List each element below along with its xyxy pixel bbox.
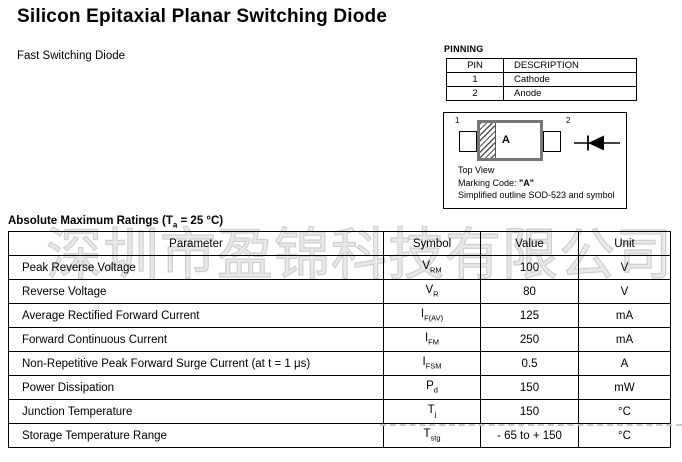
value-cell: 125 (480, 303, 579, 328)
page-subtitle: Fast Switching Diode (17, 50, 126, 62)
unit-cell: V (578, 279, 671, 304)
watermark-dash-line (380, 424, 682, 426)
parameter-cell: Reverse Voltage (8, 279, 384, 304)
pin-number-cell: 2 (446, 86, 504, 101)
symbol-subscript: FM (428, 337, 440, 347)
ratings-heading: Absolute Maximum Ratings (Ta = 25 °C) (8, 215, 223, 229)
caption-top-view: Top View (458, 165, 495, 175)
symbol-subscript: stg (430, 433, 441, 443)
symbol-subscript: F(AV) (424, 313, 444, 323)
caption-marking-code: Marking Code: "A" (458, 177, 615, 190)
parameter-cell: Forward Continuous Current (8, 327, 384, 352)
symbol-base: I (422, 356, 426, 369)
value-cell: 150 (480, 375, 579, 400)
unit-cell: °C (578, 399, 671, 424)
value-cell: 0.5 (480, 351, 579, 376)
symbol-base: V (422, 260, 430, 273)
symbol-base: P (426, 380, 434, 393)
symbol-subscript: RM (430, 265, 442, 275)
ratings-table: Parameter Symbol Value Unit Peak Reverse… (8, 231, 671, 448)
unit-cell: °C (578, 423, 671, 448)
diode-symbol-icon (574, 135, 620, 151)
unit-column-header: Unit (578, 231, 671, 256)
symbol-cell: IF(AV) (383, 303, 481, 328)
pinning-table: PIN DESCRIPTION 1 Cathode 2 Anode (446, 58, 637, 101)
pin-description-cell: Cathode (503, 72, 637, 87)
value-cell: 250 (480, 327, 579, 352)
table-row: Junction Temperature Tj 150 °C (8, 399, 671, 424)
value-column-header: Value (480, 231, 579, 256)
ratings-heading-suffix: = 25 °C) (177, 215, 224, 227)
ratings-header-row: Parameter Symbol Value Unit (8, 231, 671, 256)
table-row: Peak Reverse Voltage VRM 100 V (8, 255, 671, 280)
symbol-cell: IFM (383, 327, 481, 352)
value-cell: 80 (480, 279, 579, 304)
value-cell: - 65 to + 150 (480, 423, 579, 448)
package-outline: A (477, 120, 543, 161)
symbol-cell: VR (383, 279, 481, 304)
table-row: Average Rectified Forward Current IF(AV)… (8, 303, 671, 328)
parameter-cell: Peak Reverse Voltage (8, 255, 384, 280)
symbol-cell: Tj (383, 399, 481, 424)
symbol-subscript: FSM (425, 361, 442, 371)
caption-marking-value: "A" (519, 177, 535, 188)
pinning-header-row: PIN DESCRIPTION (446, 58, 637, 73)
parameter-cell: Power Dissipation (8, 375, 384, 400)
table-row: Non-Repetitive Peak Forward Surge Curren… (8, 351, 671, 376)
symbol-cell: Tstg (383, 423, 481, 448)
symbol-column-header: Symbol (383, 231, 481, 256)
pin-number-cell: 1 (446, 72, 504, 87)
diagram-captions: Top View Marking Code: "A" Simplified ou… (458, 164, 615, 202)
symbol-subscript: j (434, 409, 437, 419)
description-column-header: DESCRIPTION (503, 58, 637, 73)
symbol-base: T (423, 428, 431, 441)
pinning-row: 1 Cathode (446, 72, 637, 87)
pin1-lead (459, 131, 477, 152)
parameter-cell: Non-Repetitive Peak Forward Surge Curren… (8, 351, 384, 376)
table-row: Forward Continuous Current IFM 250 mA (8, 327, 671, 352)
symbol-subscript: d (433, 385, 438, 395)
symbol-cell: Pd (383, 375, 481, 400)
pinning-section-label: PINNING (444, 44, 484, 54)
ratings-heading-prefix: Absolute Maximum Ratings (T (8, 215, 173, 227)
pin-column-header: PIN (446, 58, 504, 73)
cathode-band (480, 123, 496, 158)
unit-cell: mA (578, 303, 671, 328)
pin2-lead (543, 131, 561, 152)
symbol-cell: VRM (383, 255, 481, 280)
ratings-heading-sub: a (172, 220, 178, 230)
page-title: Silicon Epitaxial Planar Switching Diode (17, 6, 388, 27)
unit-cell: mW (578, 375, 671, 400)
package-marking: A (502, 134, 510, 146)
symbol-cell: IFSM (383, 351, 481, 376)
table-row: Power Dissipation Pd 150 mW (8, 375, 671, 400)
package-diagram-box: 1 2 A Top View Marking Code: "A" Simplif… (443, 112, 627, 209)
pin2-label: 2 (566, 116, 571, 125)
unit-cell: V (578, 255, 671, 280)
caption-outline: Simplified outline SOD-523 and symbol (458, 190, 615, 200)
table-row: Storage Temperature Range Tstg - 65 to +… (8, 423, 671, 448)
pin-description-cell: Anode (503, 86, 637, 101)
parameter-column-header: Parameter (8, 231, 384, 256)
symbol-subscript: R (433, 289, 439, 299)
parameter-cell: Storage Temperature Range (8, 423, 384, 448)
symbol-base: T (427, 404, 435, 417)
value-cell: 100 (480, 255, 579, 280)
symbol-base: I (420, 308, 425, 321)
parameter-cell: Average Rectified Forward Current (8, 303, 384, 328)
unit-cell: mA (578, 327, 671, 352)
value-cell: 150 (480, 399, 579, 424)
table-row: Reverse Voltage VR 80 V (8, 279, 671, 304)
symbol-base: V (425, 284, 434, 297)
parameter-cell: Junction Temperature (8, 399, 384, 424)
unit-cell: A (578, 351, 671, 376)
caption-marking-prefix: Marking Code: (458, 177, 520, 188)
symbol-base: I (424, 332, 429, 345)
pin1-label: 1 (455, 116, 460, 125)
pinning-row: 2 Anode (446, 86, 637, 101)
